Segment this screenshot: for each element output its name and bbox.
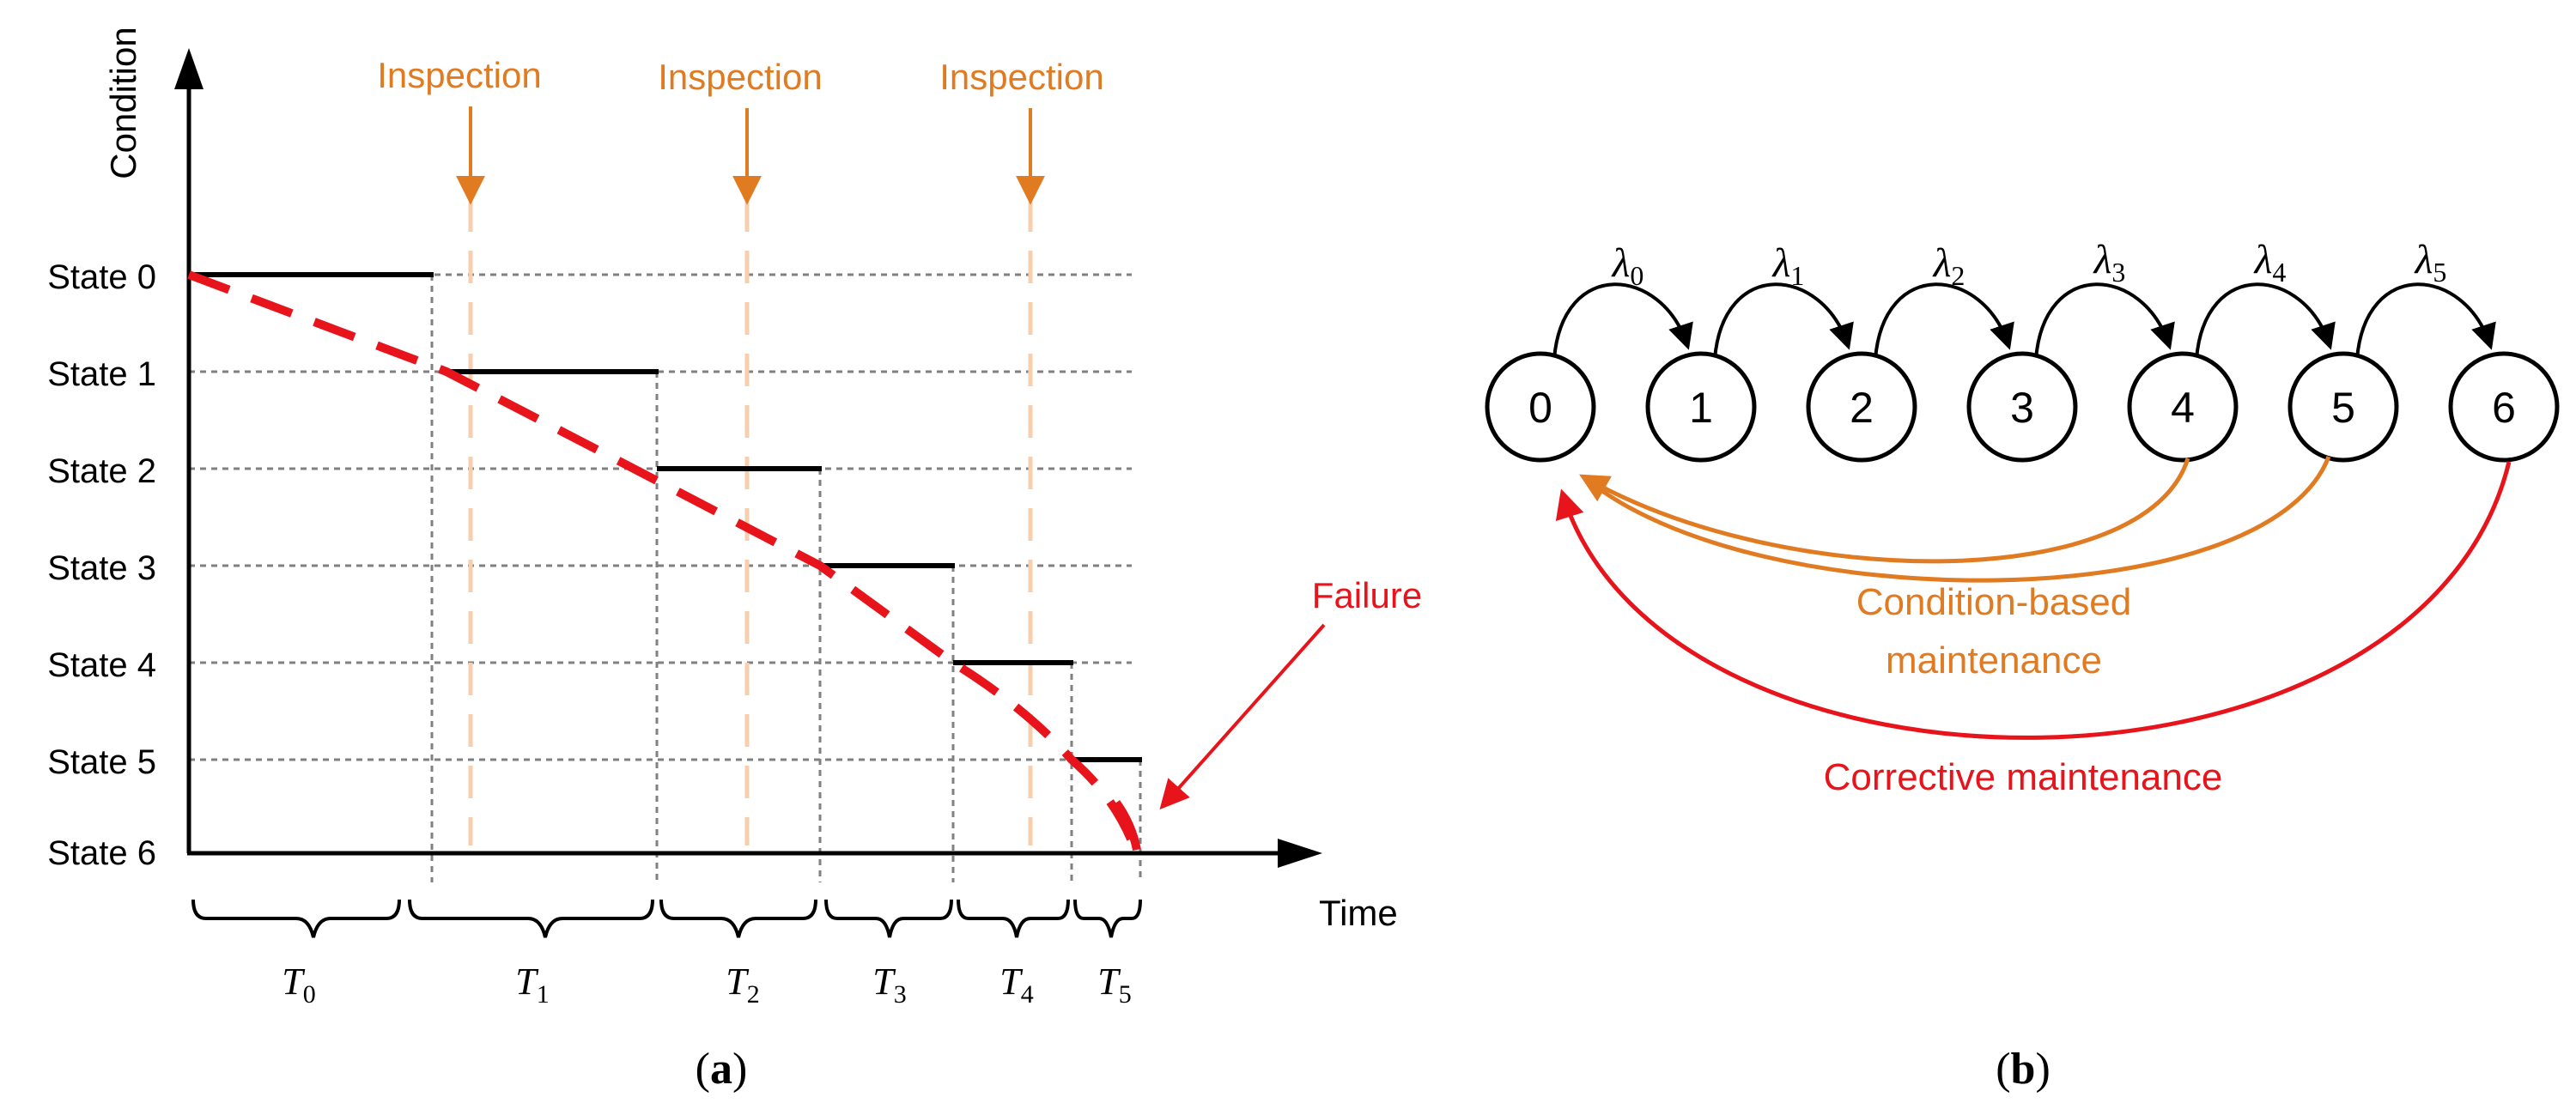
cbm-arc-from-5 [1583, 456, 2331, 583]
transition-2-3 [1874, 282, 2014, 360]
state-labels: State 0 State 1 State 2 State 3 State 4 … [47, 258, 156, 872]
y-axis-label: Condition [103, 27, 143, 179]
state-label-6: State 6 [47, 834, 156, 872]
inspections: Inspection Inspection Inspection [377, 55, 1104, 205]
rate-labels: λ0 λ1 λ2 λ3 λ4 λ5 [1611, 237, 2447, 291]
failure-arrow [1159, 623, 1326, 810]
node-4: 4 [2127, 351, 2239, 463]
panel-b: 0 1 2 3 4 5 6 [1485, 237, 2560, 1094]
rate-label-5: λ5 [2414, 237, 2447, 288]
y-axis-arrowhead [174, 48, 204, 89]
rate-label-4: λ4 [2253, 237, 2287, 288]
x-axis-label: Time [1319, 893, 1398, 933]
node-label-3: 3 [2010, 384, 2034, 432]
node-0: 0 [1485, 351, 1596, 463]
state-label-4: State 4 [47, 646, 156, 684]
node-label-6: 6 [2492, 384, 2516, 432]
transition-1-2 [1713, 282, 1854, 360]
inspection-label-1: Inspection [377, 55, 541, 95]
failure-label: Failure [1312, 575, 1422, 615]
node-label-4: 4 [2171, 384, 2195, 432]
rate-label-2: λ2 [1932, 240, 1965, 291]
node-label-0: 0 [1528, 384, 1552, 432]
cbm-arc-from-4 [1579, 458, 2190, 564]
interval-label-T4: T4 [999, 961, 1033, 1009]
cbm-label-line1: Condition-based [1856, 581, 2131, 623]
state-label-2: State 2 [47, 452, 156, 490]
node-label-1: 1 [1689, 384, 1713, 432]
transition-5-6 [2355, 282, 2496, 360]
transition-3-4 [2034, 282, 2175, 360]
cm-label: Corrective maintenance [1824, 756, 2223, 798]
node-6: 6 [2448, 351, 2560, 463]
state-label-3: State 3 [47, 549, 156, 587]
cbm-label-line2: maintenance [1886, 639, 2102, 682]
node-label-5: 5 [2331, 384, 2355, 432]
node-2: 2 [1806, 351, 1917, 463]
state-label-1: State 1 [47, 355, 156, 393]
interval-label-T5: T5 [1097, 961, 1131, 1009]
panel-a: State 0 State 1 State 2 State 3 State 4 … [47, 27, 1422, 1094]
cm-arc [1555, 461, 2512, 740]
caption-b: (b) [1996, 1045, 2050, 1094]
interval-labels: T0 T1 T2 T3 T4 T5 [282, 961, 1131, 1009]
transition-4-5 [2195, 282, 2336, 360]
node-3: 3 [1966, 351, 2078, 463]
inspection-label-2: Inspection [658, 57, 822, 97]
interval-label-T1: T1 [515, 961, 549, 1009]
interval-label-T2: T2 [726, 961, 759, 1009]
inspection-guides [468, 199, 1033, 845]
rate-label-1: λ1 [1771, 240, 1805, 291]
node-5: 5 [2287, 351, 2399, 463]
state-label-0: State 0 [47, 258, 156, 296]
transition-arcs [1552, 282, 2496, 360]
failure-tail [1112, 800, 1141, 851]
caption-a: (a) [696, 1045, 748, 1094]
state-nodes: 0 1 2 3 4 5 6 [1485, 351, 2560, 463]
interval-braces [191, 899, 1142, 938]
degradation-curve [187, 270, 1139, 851]
inspection-label-3: Inspection [939, 57, 1103, 97]
state-plateaus [189, 272, 1142, 762]
axes [174, 48, 1322, 868]
interval-boundaries [430, 275, 1142, 882]
interval-label-T3: T3 [872, 961, 906, 1009]
node-1: 1 [1645, 351, 1757, 463]
x-axis-arrowhead [1278, 839, 1322, 868]
transition-0-1 [1552, 282, 1693, 360]
interval-label-T0: T0 [282, 961, 315, 1009]
state-label-5: State 5 [47, 743, 156, 781]
rate-label-3: λ3 [2093, 237, 2126, 288]
node-label-2: 2 [1850, 384, 1874, 432]
rate-label-0: λ0 [1611, 240, 1644, 291]
cbm-arcs [1579, 456, 2331, 583]
